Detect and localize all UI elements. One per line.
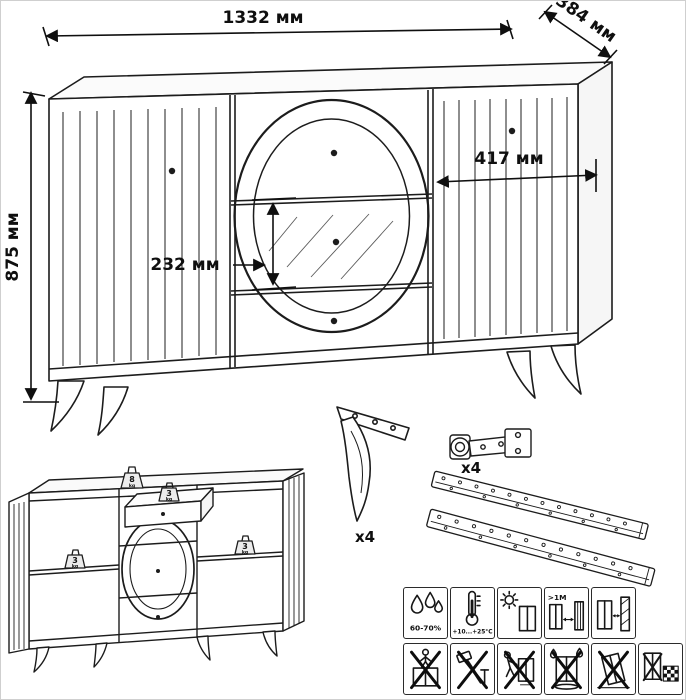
right-door-slats	[443, 97, 568, 339]
no-climb-icon	[403, 643, 448, 695]
hinge-part	[449, 428, 532, 460]
humidity-icon: 60-70%	[403, 587, 448, 639]
temperature-label: +10...+25°C	[452, 630, 492, 636]
svg-text:kg: kg	[129, 483, 135, 489]
left-door-knob	[168, 167, 176, 175]
svg-text:3: 3	[242, 542, 248, 551]
svg-text:kg: kg	[166, 497, 172, 503]
right-section-dimension-label: 417 мм	[474, 149, 543, 169]
dimension-right-section	[436, 159, 598, 192]
drawer-slide-upper	[430, 470, 649, 540]
no-wet-icon	[544, 643, 589, 695]
weight-right-shelf: 3 kg	[234, 535, 256, 556]
oval-decor-outer	[233, 98, 430, 334]
cabinet-front-face	[48, 83, 579, 382]
no-hammer-icon	[450, 643, 495, 695]
dimension-height	[22, 91, 59, 403]
weight-top: 8 kg	[120, 466, 144, 489]
drawer-knob-middle	[332, 238, 340, 246]
weight-drawer: 3 kg	[158, 482, 180, 503]
open-view-legs	[33, 630, 278, 673]
height-dimension-label: 875 мм	[3, 212, 23, 281]
load-limit-weights: 8 kg 3 kg 3 kg 3 kg	[64, 466, 256, 570]
care-icons-row-1: 60-70% +10...+25°C >1M	[403, 587, 636, 639]
humidity-label: 60-70%	[410, 624, 442, 633]
drawer-knob-bottom	[330, 317, 338, 325]
no-tilt-icon	[591, 643, 636, 695]
cabinet-main-view	[48, 61, 613, 436]
leg-part	[336, 406, 410, 522]
svg-text:3: 3	[72, 556, 78, 565]
cabinet-legs	[50, 344, 582, 436]
dimension-drawer-height	[233, 197, 297, 291]
cabinet-side-face	[577, 61, 613, 345]
svg-text:8: 8	[129, 475, 135, 484]
care-icons-row-2	[403, 643, 683, 695]
leg-quantity-label: x4	[355, 528, 375, 546]
width-dimension-label: 1332 мм	[222, 8, 303, 28]
dimension-depth	[538, 4, 618, 65]
open-left-door	[8, 492, 30, 654]
drawer-slide-lower	[426, 508, 656, 587]
svg-text:kg: kg	[72, 564, 78, 570]
dimension-width	[42, 19, 514, 47]
cabinet-open-view	[8, 468, 305, 673]
open-right-door	[282, 472, 305, 632]
svg-text:3: 3	[166, 489, 172, 498]
wall-distance-icon	[591, 587, 636, 639]
stability-icon	[638, 643, 683, 695]
hinge-quantity-label: x4	[461, 459, 481, 477]
drawer-dimension-label: 232 мм	[150, 255, 219, 275]
no-drag-icon	[497, 643, 542, 695]
heat-distance-icon: >1M	[544, 587, 589, 639]
temperature-icon: +10...+25°C	[450, 587, 495, 639]
oval-decor-inner	[252, 118, 411, 314]
left-door-slats	[62, 107, 217, 366]
drawer-knob-top	[330, 149, 338, 157]
right-door-knob	[508, 127, 516, 135]
avoid-sunlight-icon	[497, 587, 542, 639]
weight-left-shelf: 3 kg	[64, 549, 86, 570]
svg-text:kg: kg	[242, 550, 248, 556]
heat-distance-label: >1M	[548, 593, 567, 602]
